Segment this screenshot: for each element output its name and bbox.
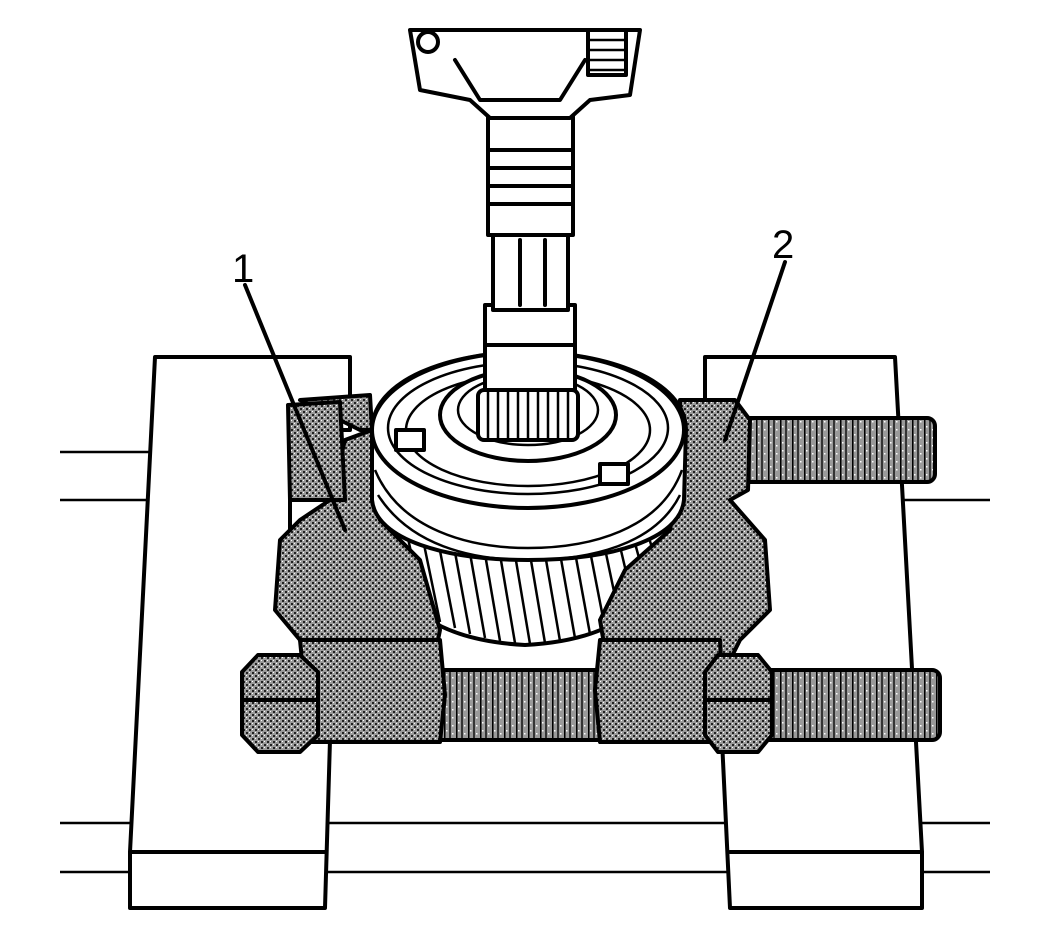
left-hex-nut xyxy=(240,653,320,754)
press-head xyxy=(408,28,642,120)
callout-label-1: 1 xyxy=(232,247,254,291)
callout-label-2: 2 xyxy=(772,223,794,267)
needle-bearing xyxy=(476,388,580,442)
press-shaft xyxy=(483,108,577,392)
upper-right-threaded-rod xyxy=(738,416,937,484)
callout-1: 1 xyxy=(232,247,347,532)
right-puller-jaw xyxy=(593,398,772,744)
callout-2: 2 xyxy=(723,223,794,442)
right-hex-nut xyxy=(703,653,774,754)
